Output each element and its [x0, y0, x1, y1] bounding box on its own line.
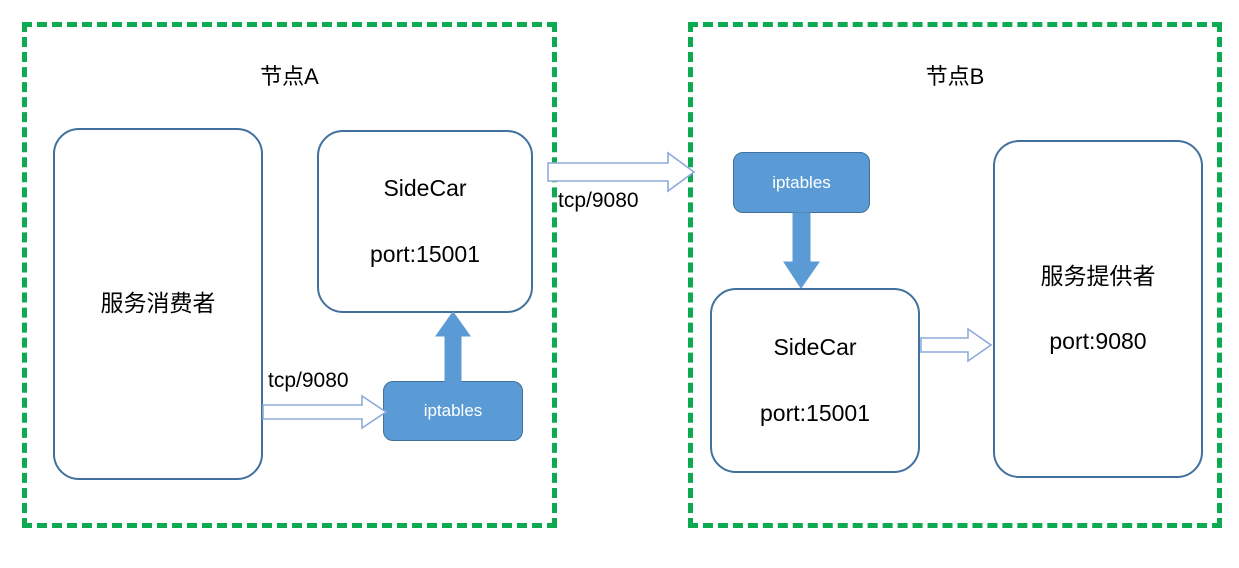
edge-label-consumer-iptables: tcp/9080 [268, 369, 349, 392]
service-provider-port: port:9080 [1049, 328, 1147, 354]
node-b-title: 节点B [925, 64, 985, 89]
sidecar-b-box[interactable]: SideCar port:15001 [710, 288, 920, 473]
iptables-a-box[interactable]: iptables [383, 381, 523, 441]
edge-label-cross-node: tcp/9080 [558, 189, 639, 212]
arrow-sidecar-a-to-node-b [547, 151, 696, 193]
iptables-b-box[interactable]: iptables [733, 152, 870, 213]
sidecar-a-port: port:15001 [370, 240, 480, 267]
service-consumer-label: 服务消费者 [100, 290, 216, 317]
node-a-title: 节点A [260, 64, 319, 89]
node-group-b [688, 22, 1222, 528]
iptables-a-label: iptables [423, 401, 483, 420]
iptables-b-label: iptables [772, 172, 831, 192]
service-provider-box[interactable]: 服务提供者 port:9080 [993, 140, 1203, 478]
sidecar-a-box[interactable]: SideCar port:15001 [317, 130, 533, 313]
service-provider-title: 服务提供者 [1040, 262, 1156, 289]
sidecar-b-port: port:15001 [760, 399, 870, 426]
node-group-a [22, 22, 557, 528]
sidecar-a-title: SideCar [383, 175, 467, 202]
sidecar-b-title: SideCar [773, 334, 857, 361]
service-consumer-box[interactable]: 服务消费者 [53, 128, 263, 480]
